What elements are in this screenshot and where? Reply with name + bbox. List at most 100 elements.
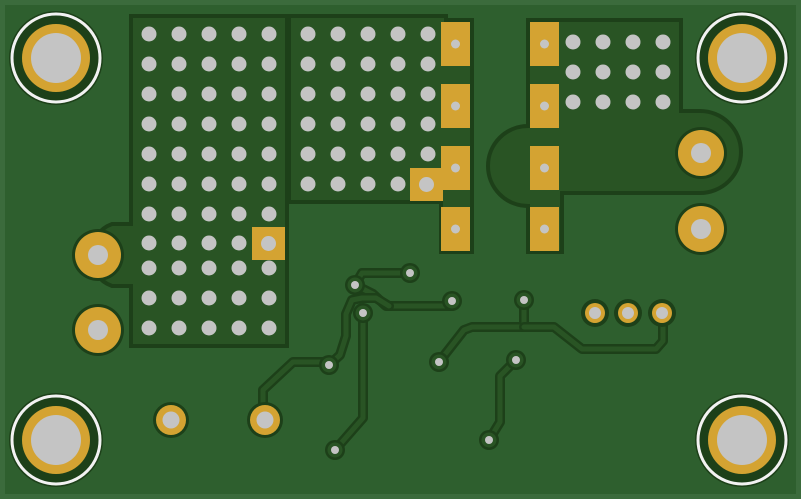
pin-hole [622, 307, 634, 319]
thermal-via [171, 116, 187, 132]
thermal-via [261, 206, 277, 222]
thermal-via [231, 320, 247, 336]
thermal-via [171, 86, 187, 102]
tht-hole [88, 245, 108, 265]
thermal-via [360, 86, 376, 102]
thermal-via [231, 290, 247, 306]
signal-trace [521, 310, 666, 352]
pad-via [419, 177, 434, 192]
thermal-via [261, 26, 277, 42]
thermal-via [595, 94, 611, 110]
thermal-via [300, 56, 316, 72]
thermal-vias [141, 26, 671, 336]
signal-via-hole [435, 358, 443, 366]
signal-via-hole [351, 281, 359, 289]
signal-via-hole [485, 436, 493, 444]
thermal-via [300, 176, 316, 192]
thermal-via [141, 26, 157, 42]
thermal-via [625, 34, 641, 50]
tht-hole [691, 143, 711, 163]
copper-zone [486, 18, 743, 254]
thermal-via [141, 290, 157, 306]
thermal-via [300, 146, 316, 162]
tht-hole [88, 320, 108, 340]
thermal-via [171, 235, 187, 251]
thermal-via [420, 26, 436, 42]
component-pads [72, 22, 727, 460]
mounting-hole [717, 415, 767, 465]
thermal-via [231, 146, 247, 162]
thermal-via [261, 86, 277, 102]
thermal-via [141, 86, 157, 102]
thermal-via [141, 320, 157, 336]
pad-via [540, 39, 549, 49]
thermal-via [171, 176, 187, 192]
thermal-via [231, 116, 247, 132]
thermal-via [201, 86, 217, 102]
thermal-via [330, 86, 346, 102]
thermal-via [390, 26, 406, 42]
thermal-via [655, 94, 671, 110]
thermal-via [171, 206, 187, 222]
signal-via-hole [448, 297, 456, 305]
thermal-via [171, 290, 187, 306]
thermal-via [300, 116, 316, 132]
thermal-via [171, 146, 187, 162]
signal-via-hole [520, 296, 528, 304]
mounting-hole [717, 33, 767, 83]
thermal-via [261, 116, 277, 132]
thermal-via [261, 260, 277, 276]
thermal-via [360, 176, 376, 192]
thermal-via [201, 116, 217, 132]
thermal-via [141, 235, 157, 251]
mounting-hole [31, 33, 81, 83]
thermal-via [231, 26, 247, 42]
pin-hole [656, 307, 668, 319]
thermal-via [565, 94, 581, 110]
mounting-hole [31, 415, 81, 465]
signal-via-hole [406, 269, 414, 277]
thermal-via [231, 235, 247, 251]
pad-via [451, 163, 460, 173]
thermal-via [300, 86, 316, 102]
thermal-via [300, 26, 316, 42]
thermal-via [420, 56, 436, 72]
silkscreen-ring [696, 12, 788, 104]
thermal-via [171, 260, 187, 276]
thermal-via [201, 56, 217, 72]
thermal-via [390, 86, 406, 102]
pad-via [451, 224, 460, 234]
thermal-via [655, 34, 671, 50]
thermal-via [330, 176, 346, 192]
thermal-via [201, 176, 217, 192]
thermal-via [141, 176, 157, 192]
silkscreen-ring [10, 394, 102, 486]
thermal-via [201, 235, 217, 251]
pad-via [261, 236, 276, 251]
thermal-via [625, 64, 641, 80]
thermal-via [231, 56, 247, 72]
pad-via [451, 101, 460, 111]
thermal-via [565, 34, 581, 50]
signal-via-hole [325, 361, 333, 369]
tht-hole [162, 411, 180, 429]
thermal-via [261, 290, 277, 306]
signal-via-hole [331, 446, 339, 454]
thermal-via [141, 206, 157, 222]
thermal-via [201, 26, 217, 42]
pad-via [540, 224, 549, 234]
thermal-via [625, 94, 641, 110]
signal-trace [436, 297, 527, 365]
thermal-via [141, 146, 157, 162]
thermal-via [141, 56, 157, 72]
thermal-via [231, 260, 247, 276]
signal-trace [486, 357, 519, 443]
thermal-via [595, 64, 611, 80]
tht-hole [691, 219, 711, 239]
signal-trace [332, 310, 366, 453]
thermal-via [655, 64, 671, 80]
thermal-via [171, 56, 187, 72]
tht-hole [256, 411, 274, 429]
thermal-via [201, 290, 217, 306]
